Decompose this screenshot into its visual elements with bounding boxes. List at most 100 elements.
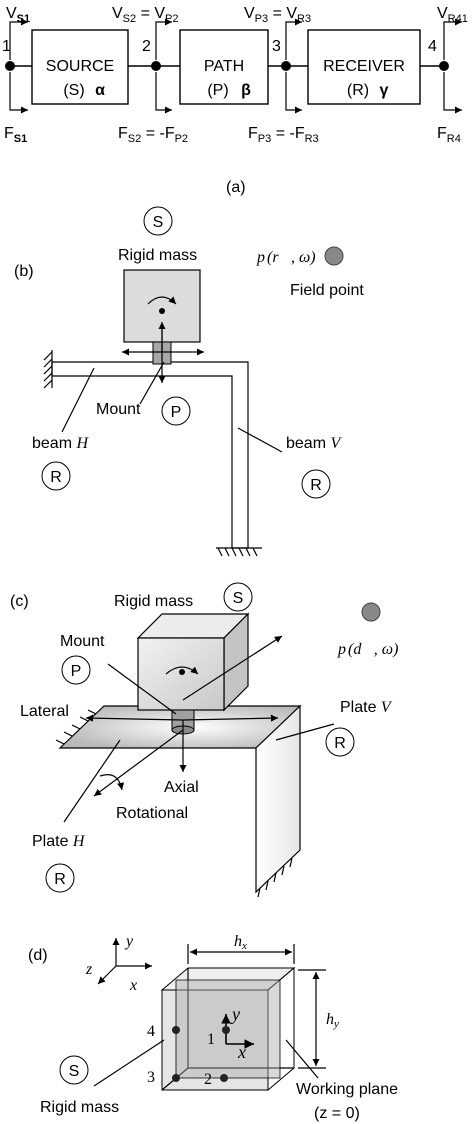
path-greek: β bbox=[241, 82, 251, 99]
hy-label: hy bbox=[326, 1011, 339, 1030]
lateral-label: Lateral bbox=[20, 703, 69, 720]
source-circle-d bbox=[59, 1055, 89, 1085]
source-circle-c bbox=[223, 582, 253, 612]
rigid-mass-cube-c bbox=[136, 612, 250, 712]
point-1-label: 1 bbox=[207, 1031, 215, 1048]
working-leader bbox=[285, 1039, 319, 1079]
diag-arrow-down-c bbox=[93, 729, 184, 797]
node-label-2: 2 bbox=[142, 38, 151, 55]
hatch-left-b bbox=[43, 351, 53, 389]
field-args-b: (r⃗, ω) bbox=[267, 249, 316, 266]
mass-center-c bbox=[179, 669, 185, 675]
panel-d: (d) y z x hx hy bbox=[28, 933, 398, 1122]
lateral-arrow-right-c bbox=[182, 714, 279, 722]
node-label-4: 4 bbox=[428, 38, 437, 55]
path-title: PATH bbox=[204, 58, 244, 75]
receiver-box: RECEIVER (R) γ bbox=[307, 29, 421, 105]
force-arrow-1 bbox=[9, 72, 28, 114]
panel-b: (b) S Rigid mass p (r⃗, ω) Field point bbox=[14, 206, 364, 557]
receiver-circle-cV-label: R bbox=[334, 735, 346, 752]
source-circle-b-label: S bbox=[153, 214, 164, 231]
rotational-arrow-c bbox=[99, 774, 125, 791]
rigid-leader-d bbox=[93, 1039, 165, 1087]
rotation-arrow-b bbox=[147, 296, 177, 305]
path-sub: (P) bbox=[207, 82, 228, 99]
plateH-label: Plate H bbox=[32, 833, 86, 850]
mount-label-c: Mount bbox=[60, 633, 105, 650]
field-point-label-b: Field point bbox=[290, 282, 364, 299]
node-dot-3 bbox=[281, 61, 291, 71]
source-sub: (S) bbox=[63, 82, 84, 99]
beam-outline bbox=[51, 361, 249, 549]
lateral-arrow-left-c bbox=[85, 714, 184, 722]
plateV-leader bbox=[275, 723, 335, 741]
rigid-mass-d: Rigid mass bbox=[40, 1099, 119, 1116]
path-box: PATH (P) β bbox=[179, 29, 269, 105]
plane-y-label: y bbox=[230, 1004, 240, 1024]
path-circle-c bbox=[61, 655, 91, 685]
axis-x-label: x bbox=[129, 977, 137, 994]
source-circle-d-label: S bbox=[69, 1063, 80, 1080]
receiver-circle-cV bbox=[325, 727, 355, 757]
point-3 bbox=[172, 1074, 180, 1082]
field-p-b: p bbox=[256, 249, 265, 266]
source-title: SOURCE bbox=[46, 58, 114, 75]
plane-x-label: x bbox=[237, 1042, 246, 1062]
path-circle-b-label: P bbox=[171, 404, 182, 421]
f-label-3: FP3 = -FR3 bbox=[248, 125, 319, 145]
node-dot-1 bbox=[5, 61, 15, 71]
panel-a: SOURCE (S) α PATH (P) β RECEIVER (R) γ 1… bbox=[2, 5, 468, 196]
tag-b: (b) bbox=[14, 263, 34, 280]
force-arrow-2 bbox=[155, 72, 172, 114]
node-label-3: 3 bbox=[272, 38, 281, 55]
receiver-circle-bV bbox=[301, 469, 331, 499]
force-arrow-4 bbox=[443, 72, 462, 114]
f-label-1: FS1 bbox=[4, 125, 27, 145]
field-args-c: (d⃗, ω) bbox=[348, 641, 398, 658]
point-4-label: 4 bbox=[147, 1023, 155, 1040]
receiver-circle-bH bbox=[41, 461, 71, 491]
node-label-1: 1 bbox=[2, 38, 11, 55]
beamH-label: beam H bbox=[32, 435, 89, 452]
v-label-1: VS1 bbox=[6, 5, 30, 25]
field-point-c bbox=[361, 602, 381, 622]
node-dot-2 bbox=[151, 61, 161, 71]
point-1 bbox=[222, 1026, 230, 1034]
rigid-mass-b: Rigid mass bbox=[118, 247, 197, 264]
plate-v bbox=[255, 704, 301, 894]
path-circle-b bbox=[161, 396, 191, 426]
path-circle-c-label: P bbox=[71, 663, 82, 680]
f-label-4: FR4 bbox=[437, 125, 461, 145]
axial-label: Axial bbox=[164, 779, 199, 796]
tag-d: (d) bbox=[28, 947, 48, 964]
mount-label-b: Mount bbox=[96, 401, 141, 418]
rotation-arrow-c bbox=[165, 666, 199, 675]
axis-y-label: y bbox=[124, 933, 134, 950]
v-label-2: VS2 = VP2 bbox=[112, 5, 179, 25]
point-3-label: 3 bbox=[147, 1069, 155, 1086]
point-2 bbox=[220, 1074, 228, 1082]
receiver-sub: (R) bbox=[347, 82, 369, 99]
receiver-title: RECEIVER bbox=[323, 58, 405, 75]
source-circle-b bbox=[143, 206, 173, 236]
hx-label: hx bbox=[234, 933, 247, 952]
rotational-label: Rotational bbox=[116, 805, 188, 822]
beamV-leader bbox=[237, 427, 283, 453]
receiver-circle-cH bbox=[45, 863, 75, 893]
receiver-circle-bH-label: R bbox=[50, 469, 62, 486]
receiver-greek: γ bbox=[380, 82, 389, 99]
velocity-arrow-1 bbox=[9, 18, 28, 60]
force-arrow-3 bbox=[285, 72, 302, 114]
receiver-circle-bV-label: R bbox=[310, 477, 322, 494]
v-label-4: VR41 bbox=[437, 5, 468, 25]
working-plane-label: Working plane bbox=[296, 1081, 398, 1098]
rigid-mass-c: Rigid mass bbox=[114, 593, 193, 610]
source-box: SOURCE (S) α bbox=[31, 29, 129, 105]
velocity-arrow-3 bbox=[285, 18, 302, 60]
mount-leader-c bbox=[107, 663, 177, 715]
panel-c: (c) Rigid mass S p (d⃗, ω) bbox=[10, 582, 398, 898]
axis-z-arrow bbox=[97, 965, 117, 985]
diag-arrow-up-c bbox=[182, 635, 283, 701]
point-2-label: 2 bbox=[204, 1071, 212, 1088]
